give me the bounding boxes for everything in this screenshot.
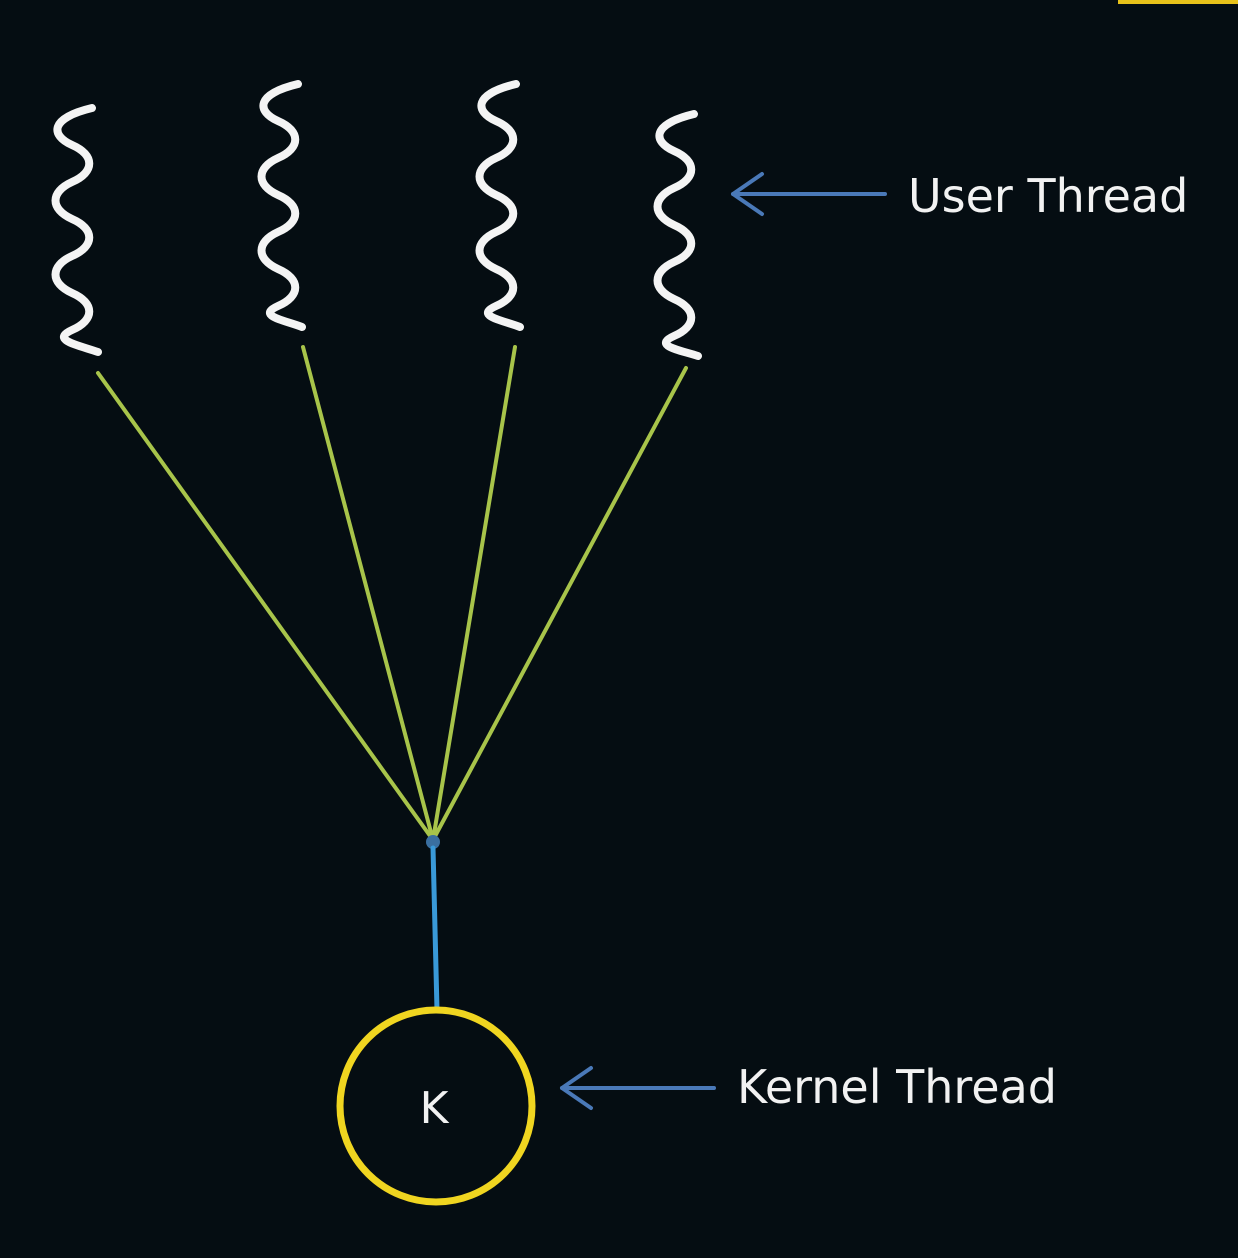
user-thread-2-wave (257, 80, 306, 331)
mapping-line-1 (96, 371, 435, 842)
user-thread-1-wave (51, 104, 102, 356)
mapping-line-3 (431, 345, 517, 842)
mapping-line-4 (431, 366, 688, 842)
kernel-thread-circle (336, 1006, 536, 1206)
user-threads (51, 80, 702, 360)
user-thread-4-wave (653, 110, 702, 360)
kernel-thread-letter: K (420, 1083, 450, 1134)
corner-accent-bar (1118, 0, 1238, 4)
user-thread-pointer (731, 172, 887, 216)
user-thread-3-wave (475, 80, 524, 331)
kernel-thread-arrow-head (560, 1066, 593, 1110)
kernel-thread-pointer (560, 1066, 716, 1110)
user-thread-arrow-head (731, 172, 764, 216)
mapping-line-2 (301, 345, 435, 842)
junction-node (426, 835, 440, 849)
kernel-thread-label: Kernel Thread (737, 1060, 1057, 1114)
mapping-lines (96, 345, 688, 842)
user-thread-label: User Thread (908, 169, 1188, 223)
kernel-link-line (430, 845, 440, 1013)
